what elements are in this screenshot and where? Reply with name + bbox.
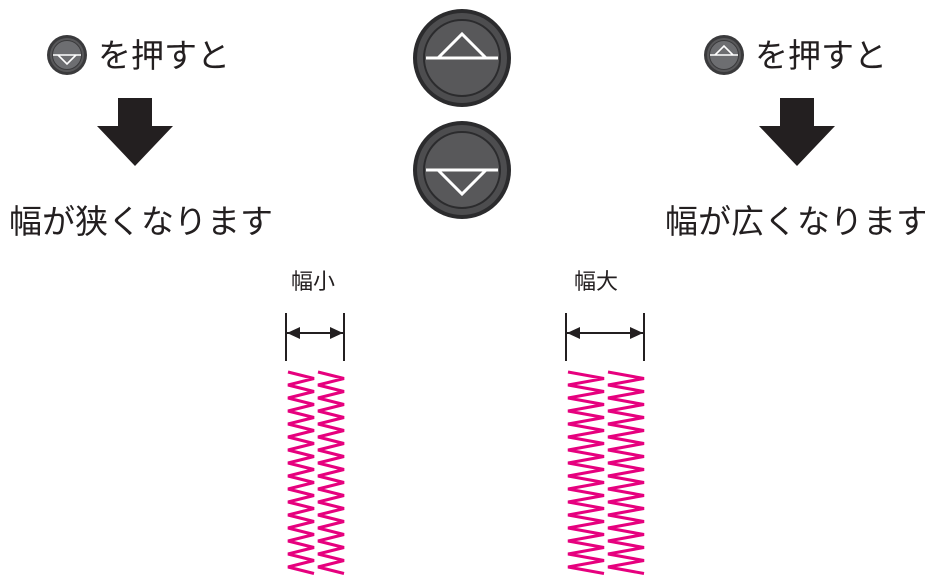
up-button[interactable] bbox=[412, 8, 512, 108]
right-result-text: 幅が広くなります bbox=[665, 202, 925, 241]
right-instruction-text: を押すと bbox=[755, 35, 887, 75]
wide-width-dimension bbox=[565, 313, 645, 361]
wide-zigzag-stitch bbox=[567, 370, 645, 575]
up-button-icon bbox=[704, 35, 744, 75]
left-instruction-text: を押すと bbox=[98, 35, 230, 75]
narrow-width-label: 幅小 bbox=[291, 270, 336, 295]
right-instruction: を押すと bbox=[703, 34, 887, 76]
left-instruction: を押すと bbox=[46, 34, 230, 76]
left-down-arrow-icon bbox=[97, 98, 173, 166]
wide-width-label: 幅大 bbox=[574, 270, 619, 295]
narrow-zigzag-stitch bbox=[287, 370, 345, 575]
right-down-arrow-icon bbox=[759, 98, 835, 166]
down-button[interactable] bbox=[412, 120, 512, 220]
down-button-icon bbox=[47, 35, 87, 75]
narrow-width-dimension bbox=[285, 313, 345, 361]
left-result-text: 幅が狭くなります bbox=[9, 202, 273, 241]
